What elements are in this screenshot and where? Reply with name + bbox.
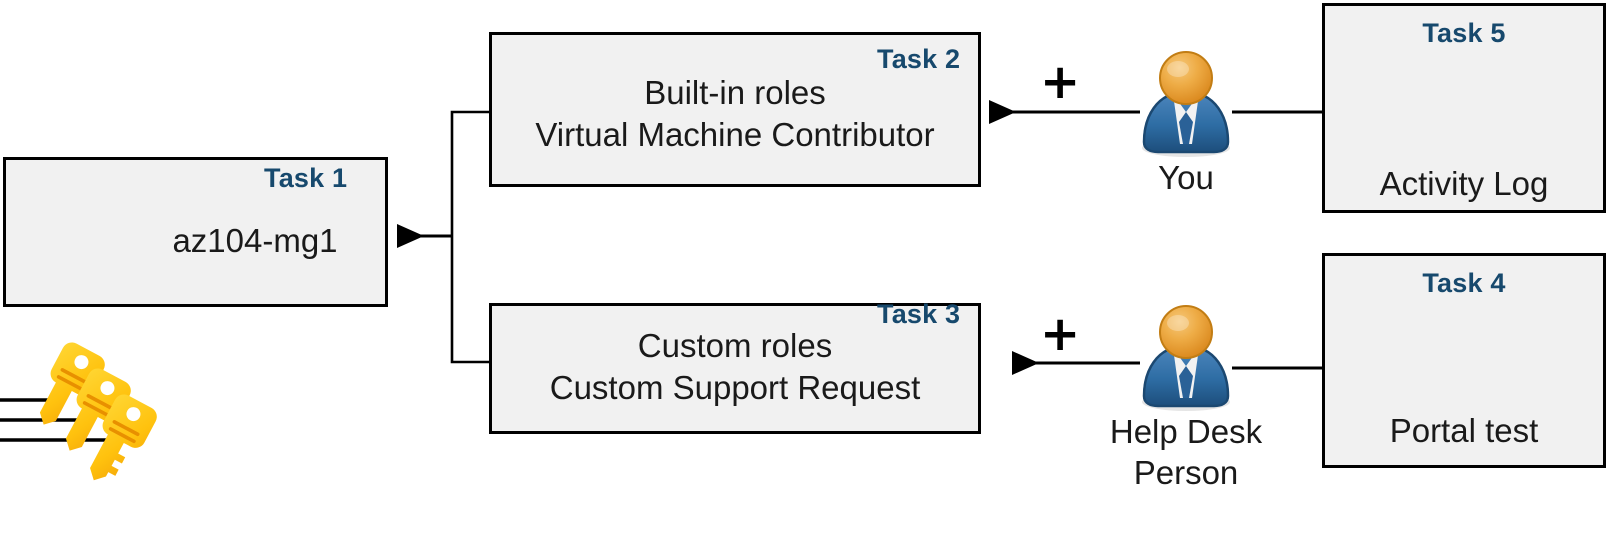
person-icon-you <box>1142 51 1230 157</box>
task1-text: az104-mg1 <box>172 222 338 259</box>
actor-helpdesk-label-line2: Person <box>1133 454 1239 491</box>
task5-label: Task 5 <box>1422 18 1506 48</box>
actor-helpdesk-label-line1: Help Desk <box>1109 413 1263 450</box>
task3-line1: Custom roles <box>637 327 833 364</box>
plus-operator-top: + <box>1040 54 1081 110</box>
task2-box[interactable] <box>489 32 981 187</box>
plus-operator-bottom: + <box>1040 306 1081 362</box>
connector-keys-to-task1 <box>0 398 118 442</box>
task2-label: Task 2 <box>877 44 961 74</box>
task3-label: Task 3 <box>877 299 961 329</box>
task3-line2: Custom Support Request <box>549 369 921 406</box>
task1-box[interactable] <box>3 157 388 307</box>
three-keys-icon <box>39 342 157 481</box>
task1-label: Task 1 <box>264 163 348 193</box>
task2-line1: Built-in roles <box>644 74 826 111</box>
task4-box[interactable] <box>1322 253 1606 468</box>
task5-text: Activity Log <box>1379 165 1549 202</box>
connector-tasks-to-task1 <box>397 110 489 364</box>
task4-text: Portal test <box>1389 412 1539 449</box>
task2-line2: Virtual Machine Contributor <box>535 116 935 153</box>
task5-box[interactable] <box>1322 3 1606 213</box>
person-icon-helpdesk <box>1142 305 1230 411</box>
task3-box[interactable] <box>489 303 981 434</box>
actor-you-label: You <box>1158 159 1214 196</box>
task4-label: Task 4 <box>1422 268 1506 298</box>
